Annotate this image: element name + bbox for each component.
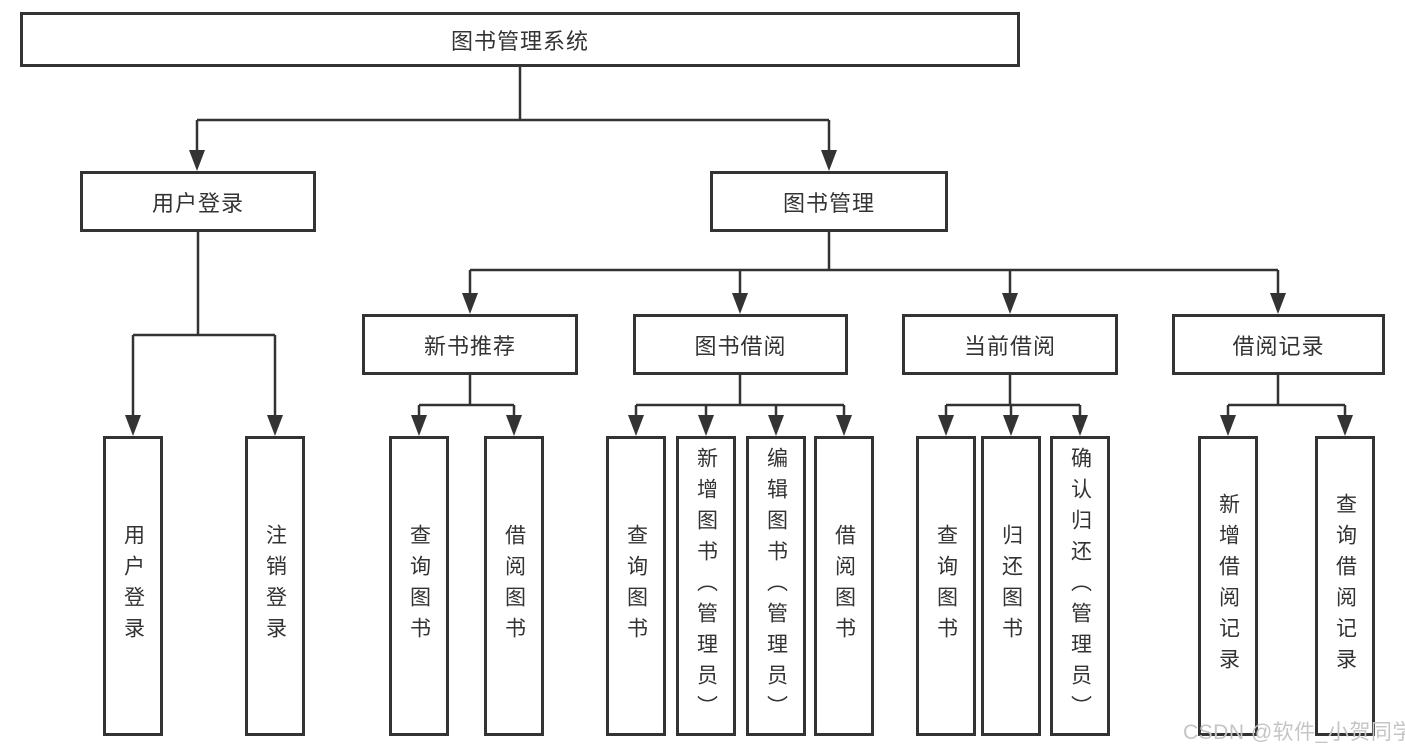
arrowheads-current-borrow-leaves [938,415,1088,436]
arrowheads-level3 [462,293,1286,314]
arrowheads-level2 [189,150,837,171]
connector-borrow-records-to-leaves [1226,375,1347,417]
connector-new-book-to-leaves [417,375,516,417]
node-label: 借阅记录 [1232,333,1325,359]
node-user-login: 用户登录 [80,171,316,232]
leaf-logout: 注销登录 [245,436,305,736]
node-label: 借阅图书 [502,524,526,648]
node-label: 图书管理系统 [450,28,589,54]
node-label: 查询图书 [407,524,431,648]
node-label: 新书推荐 [423,333,516,359]
node-library-management-system: 图书管理系统 [20,12,1020,67]
leaf-confirm-return-admin: 确认归还（管理员） [1050,436,1110,736]
node-label: 用户登录 [121,524,145,648]
connector-user-login-to-leaves [131,232,277,417]
connector-book-management-to-level3 [468,232,1280,295]
node-label: 用户登录 [151,190,244,216]
node-label: 借阅图书 [832,524,856,648]
connector-book-borrow-to-leaves [634,375,846,417]
leaf-add-book-admin: 新增图书（管理员） [676,436,736,736]
arrowheads-book-borrow-leaves [628,415,852,436]
node-current-borrow: 当前借阅 [902,314,1118,375]
arrowheads-borrow-records-leaves [1220,415,1353,436]
node-label: 查询图书 [934,524,958,648]
node-label: 查询借阅记录 [1333,493,1357,679]
leaf-add-borrow-record: 新增借阅记录 [1198,436,1258,736]
leaf-user-login: 用户登录 [103,436,163,736]
leaf-query-books-recommend: 查询图书 [389,436,449,736]
connector-root-to-level2 [195,67,831,152]
node-label: 当前借阅 [963,333,1056,359]
connector-current-borrow-to-leaves [944,375,1082,417]
node-book-borrow: 图书借阅 [633,314,848,375]
leaf-edit-book-admin: 编辑图书（管理员） [746,436,806,736]
leaf-return-book: 归还图书 [981,436,1041,736]
leaf-borrow-books-recommend: 借阅图书 [484,436,544,736]
node-new-book-recommend: 新书推荐 [362,314,578,375]
leaf-query-books-borrow: 查询图书 [606,436,666,736]
node-borrow-records: 借阅记录 [1172,314,1385,375]
node-label: 注销登录 [263,524,287,648]
node-label: 编辑图书（管理员） [764,446,788,726]
node-label: 图书借阅 [694,333,787,359]
node-label: 新增借阅记录 [1216,493,1240,679]
node-label: 确认归还（管理员） [1068,446,1092,726]
leaf-query-borrow-record: 查询借阅记录 [1315,436,1375,736]
node-label: 新增图书（管理员） [694,446,718,726]
leaf-borrow-books-borrow: 借阅图书 [814,436,874,736]
csdn-watermark: CSDN @软件_小贺同学 [1183,721,1405,744]
node-book-management: 图书管理 [710,171,948,232]
node-label: 图书管理 [782,190,875,216]
arrowheads-user-login-leaves [125,415,283,436]
arrowheads-new-book-leaves [411,415,522,436]
node-label: 查询图书 [624,524,648,648]
leaf-query-books-current: 查询图书 [916,436,976,736]
node-label: 归还图书 [999,524,1023,648]
